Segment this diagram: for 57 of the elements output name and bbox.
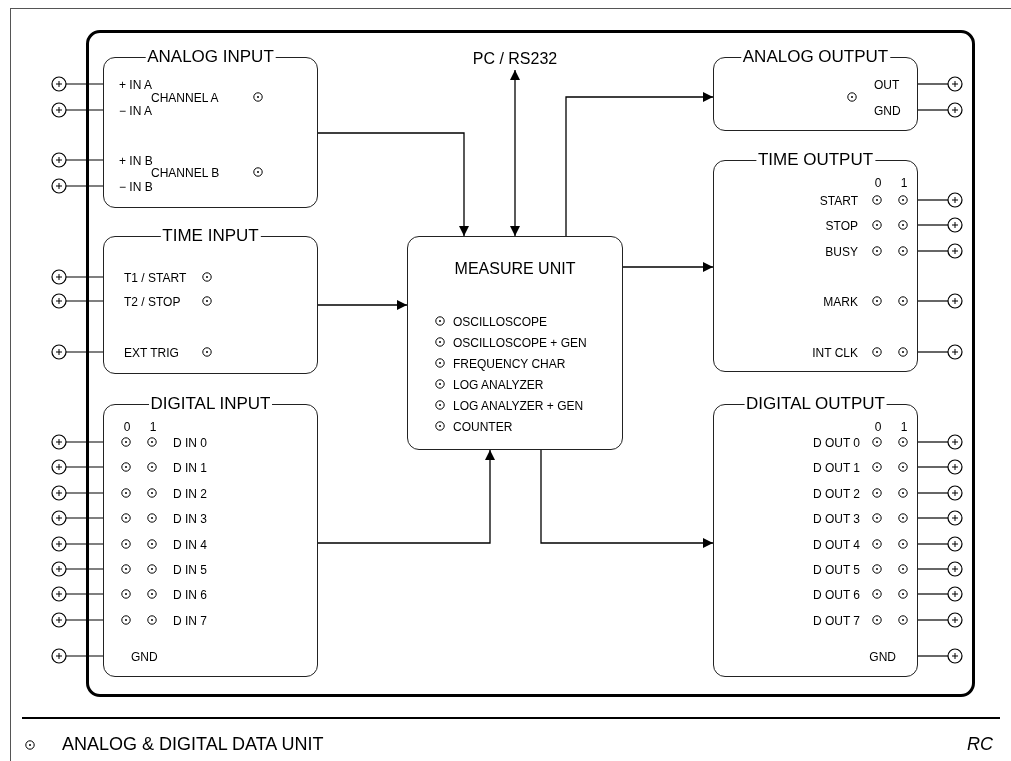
column-header: 1 [149, 420, 157, 434]
column-header: 1 [900, 420, 908, 434]
pin-label: GND [874, 104, 901, 118]
pin-label: D OUT 6 [812, 588, 860, 602]
pin-label: − IN A [119, 104, 153, 118]
pin-label: STOP [825, 219, 858, 233]
pin-label: D OUT 2 [812, 487, 860, 501]
mode-label: FREQUENCY CHAR [453, 357, 566, 371]
arrow [317, 132, 469, 237]
column-header: 0 [874, 420, 882, 434]
pin-label: D OUT 0 [812, 436, 860, 450]
mode-label: COUNTER [453, 420, 513, 434]
arrow [565, 92, 714, 237]
column-header: 1 [900, 176, 908, 190]
pin-label: T1 / START [124, 271, 187, 285]
pin-label: + IN B [119, 154, 153, 168]
pin-label: D OUT 7 [812, 614, 860, 628]
pin-label: D OUT 4 [812, 538, 860, 552]
pin-label: D IN 7 [173, 614, 207, 628]
mode-label: LOG ANALYZER [453, 378, 544, 392]
pin-label: D IN 5 [173, 563, 207, 577]
column-header: 0 [874, 176, 882, 190]
mode-label: LOG ANALYZER + GEN [453, 399, 584, 413]
pin-label: D OUT 5 [812, 563, 860, 577]
pin-label: D IN 3 [173, 512, 207, 526]
arrow [510, 69, 520, 237]
pin-label: T2 / STOP [124, 295, 181, 309]
pin-label: D IN 4 [173, 538, 207, 552]
pin-label: D IN 2 [173, 487, 207, 501]
mode-label: OSCILLOSCOPE + GEN [453, 336, 587, 350]
pin-label: D OUT 1 [812, 461, 860, 475]
pin-label: D IN 0 [173, 436, 207, 450]
block-frame [407, 236, 623, 450]
pin-label: D IN 1 [173, 461, 207, 475]
pin-label: GND [131, 650, 158, 664]
pin-label: START [819, 194, 858, 208]
pin-label: EXT TRIG [124, 346, 179, 360]
arrow [317, 449, 495, 544]
pin-label: MARK [823, 295, 858, 309]
pin-label: GND [869, 650, 896, 664]
pin-label: D OUT 3 [812, 512, 860, 526]
pin-label: OUT [874, 78, 900, 92]
pin-label: − IN B [119, 180, 153, 194]
pin-label: CHANNEL A [151, 91, 219, 105]
pin-label: D IN 6 [173, 588, 207, 602]
pin-label: INT CLK [812, 346, 858, 360]
pin-label: CHANNEL B [151, 166, 220, 180]
arrow [622, 262, 714, 272]
column-header: 0 [123, 420, 131, 434]
arrow [317, 300, 408, 310]
arrow [540, 449, 714, 548]
pin-label: BUSY [825, 245, 858, 259]
bus-label: PC / RS232 [472, 49, 558, 69]
pin-label: + IN A [119, 78, 153, 92]
caption: ANALOG & DIGITAL DATA UNIT [62, 734, 324, 755]
mode-label: OSCILLOSCOPE [453, 315, 548, 329]
corner-mark: RC [967, 734, 993, 755]
